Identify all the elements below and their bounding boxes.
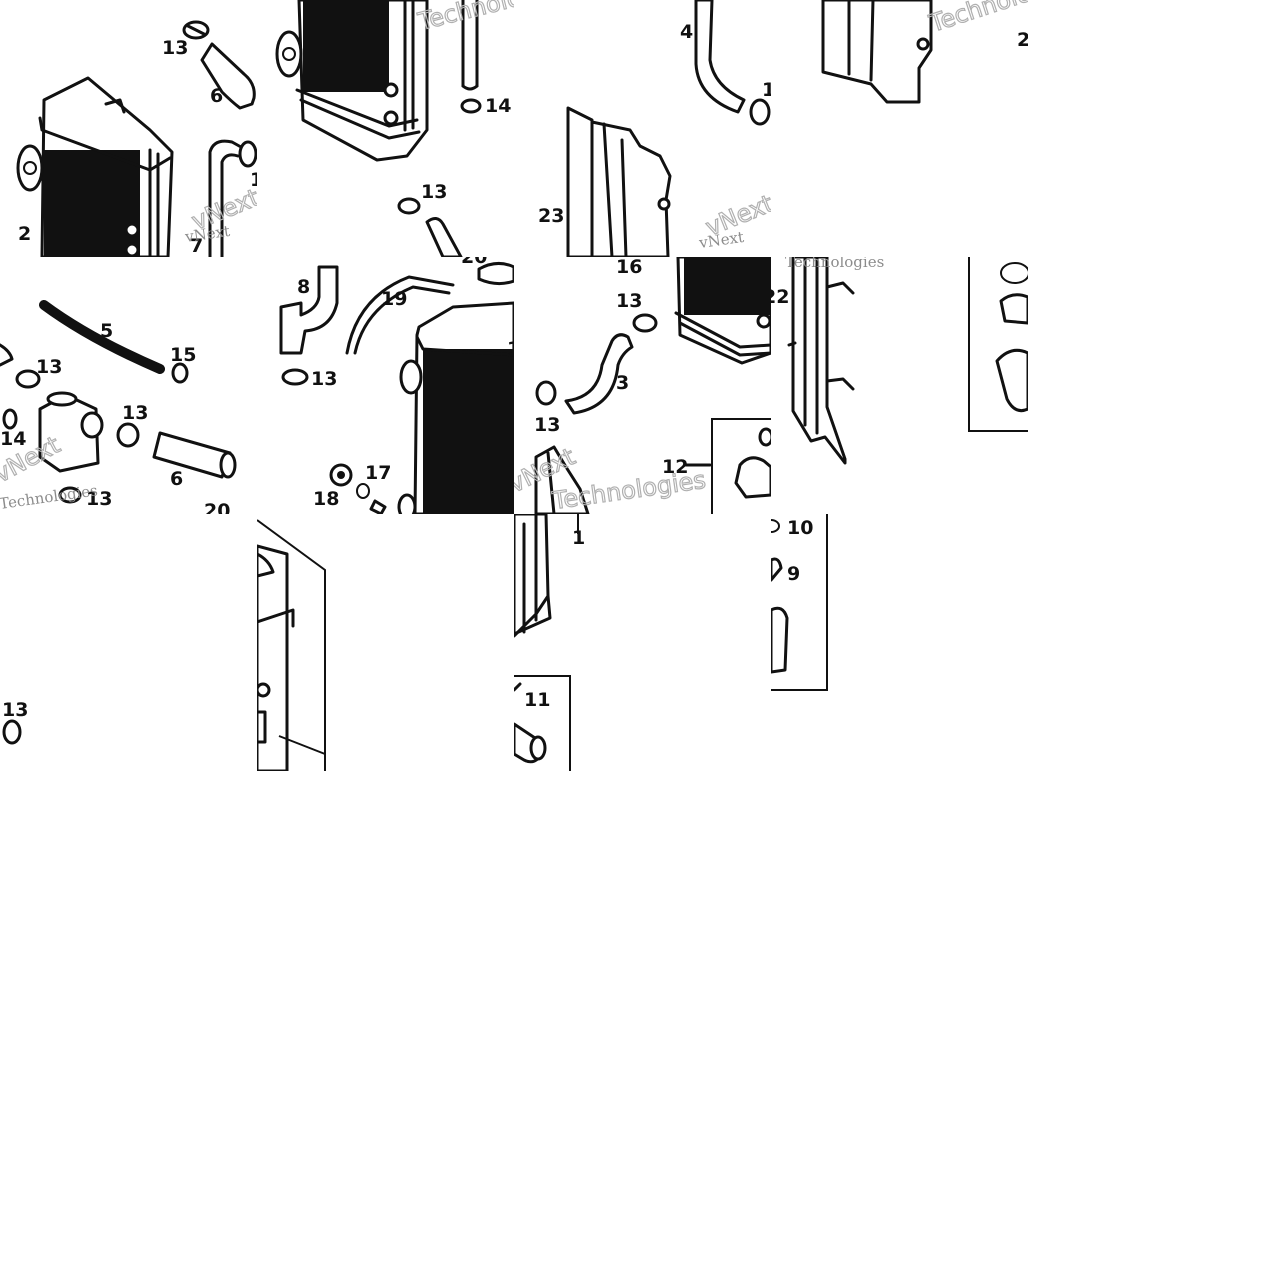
radiator-shroud-shape (514, 514, 550, 638)
hose-clamp-shape (749, 98, 771, 126)
radiator-left-drawing: 13 6 2 7 1 vNext vNext (16, 20, 257, 257)
hose-clamp-shape (116, 422, 140, 448)
hose-shape (564, 333, 634, 415)
watermark-text: Technologies (0, 481, 99, 513)
shroud-hose-drawing: 4 1 23 vNext vNext (538, 0, 771, 257)
hose-shape (200, 42, 256, 110)
radiator-cap-shape (477, 262, 514, 286)
hose-shape (39, 300, 165, 374)
callout-label: 23 (538, 205, 564, 227)
callout-label: 19 (381, 288, 407, 310)
diagram-tile-r0c1: 14 13 Technologies (257, 0, 514, 257)
thermostat-housing-shape (771, 606, 789, 674)
thermostat-shape (771, 557, 783, 582)
radiator-mount-shape (16, 144, 44, 192)
callout-label: 13 (421, 181, 447, 203)
callout-label: 13 (534, 414, 560, 436)
radiator-shroud-shape (791, 257, 847, 465)
callout-label: 6 (170, 468, 183, 490)
thermostat-housing-shape (734, 456, 771, 499)
diagram-tile-r1c1: 8 19 20 13 17 18 13 (257, 257, 514, 514)
callout-label: 11 (524, 689, 550, 711)
callout-label: 20 (204, 500, 230, 514)
radiator-core-shape (423, 349, 514, 514)
callout-label: 13 (122, 402, 148, 424)
callout-label: 22 (771, 286, 789, 308)
radiator-right-drawing: 8 19 20 13 17 18 13 (279, 257, 514, 514)
callout-label: 13 (616, 290, 642, 312)
hose-shape (694, 0, 746, 114)
callout-label: 2 (18, 223, 31, 245)
hose-clamp-shape (15, 369, 41, 389)
callout-label: 13 (36, 356, 62, 378)
water-pump-drawing: 5 13 15 13 14 13 6 20 Technologies vNext (0, 300, 237, 514)
callout-label: 15 (170, 344, 196, 366)
diagram-tile-r1c0: 5 13 15 13 14 13 6 20 Technologies vNext (0, 257, 257, 514)
callout-label: 14 (485, 95, 511, 117)
callout-label: 16 (616, 257, 642, 278)
diagram-tile-r1c2: 16 13 3 13 12 vNext Technologies (514, 257, 771, 514)
hose-thermostat-drawing: 16 13 3 13 12 vNext Technologies (514, 257, 771, 514)
hose-clamp-shape (460, 98, 482, 114)
callout-label: 3 (616, 372, 629, 394)
radiator-shroud-shape (821, 0, 933, 104)
diagram-tile-r2c2: 1 11 (514, 514, 771, 771)
hose-clamp-shape (632, 313, 658, 333)
clamp-fragment-drawing: 13 (2, 699, 28, 745)
callout-label: 13 (2, 699, 28, 721)
shroud-lower-drawing: 1 11 (514, 514, 585, 771)
shroud-top-drawing: 2 Technologies (821, 0, 1028, 104)
callout-label: 1 (572, 527, 585, 549)
watermark-outline-text: Technologies (925, 0, 1028, 38)
hose-clamp-shape (2, 719, 22, 745)
hose-clamp-shape (281, 368, 309, 386)
diagram-tile-r0c0: 13 6 2 7 1 vNext vNext (0, 0, 257, 257)
radiator-mount-shape (399, 359, 423, 395)
diagram-tile-r2c3: 10 9 (771, 514, 1028, 771)
shroud-side-drawing: 22 Technologies (771, 257, 1028, 465)
radiator-core-shape (684, 257, 771, 315)
callout-label: 5 (100, 320, 113, 342)
radiator-core-shape (44, 150, 140, 257)
callout-label: 13 (162, 37, 188, 59)
thermostat-parts-drawing: 10 9 (771, 514, 828, 691)
hose-shape (279, 265, 339, 355)
watermark-outline-text: Technologies (550, 466, 708, 514)
radiator-core-shape (303, 0, 389, 92)
hose-clamp-shape (535, 380, 557, 406)
radiator-shroud-shape (566, 106, 594, 257)
callout-label: 8 (297, 276, 310, 298)
diagram-tile-r0c3: 2 Technologies (771, 0, 1028, 257)
callout-label: 13 (86, 488, 112, 510)
thermostat-housing-shape (995, 348, 1028, 413)
callout-label: 4 (680, 21, 693, 43)
callout-label: 14 (0, 428, 26, 450)
callout-label: 18 (313, 488, 339, 510)
diagram-tile-r2c0: 13 (0, 514, 257, 771)
callout-label: 17 (365, 462, 391, 484)
callout-label: 1 (762, 79, 771, 101)
diagram-tile-r1c3: 22 Technologies (771, 257, 1028, 514)
callout-label: 13 (507, 338, 514, 360)
diagram-tile-r0c2: 4 1 23 vNext vNext (514, 0, 771, 257)
hose-clamp-shape (397, 197, 421, 215)
callout-label: 13 (311, 368, 337, 390)
watermark-text: Technologies (785, 257, 884, 271)
hose-shape (152, 431, 232, 479)
callout-label: 20 (461, 257, 487, 268)
thermostat-shape (999, 293, 1028, 325)
o-ring-shape (771, 519, 780, 533)
callout-label: 9 (787, 563, 800, 585)
callout-label: 7 (190, 235, 203, 257)
radiator-lower-drawing: 14 13 Technologies (275, 0, 514, 257)
radiator-mount-shape (275, 30, 303, 78)
callout-label: 10 (787, 517, 813, 539)
reservoir-frame-drawing (257, 519, 326, 771)
callout-label: 1 (250, 169, 257, 191)
diagram-tile-r2c1 (257, 514, 514, 771)
callout-label: 2 (1017, 29, 1028, 51)
callout-label: 6 (210, 85, 223, 107)
callout-label: 12 (662, 456, 688, 478)
